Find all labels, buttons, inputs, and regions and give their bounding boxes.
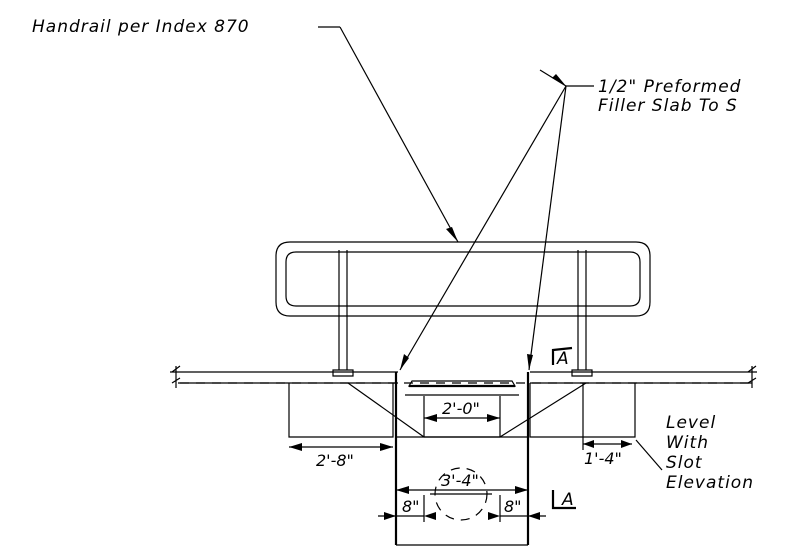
callouts: Handrail per Index 870 1/2" Preformed Fi… [32,17,754,493]
filler-label-line2: Filler Slab To S [598,96,738,116]
leaders [318,26,663,471]
dim-box-width: 3'-4" [441,471,479,490]
dimensions: 2'-8" 2'-0" 1'-4" 3'-4" 8" 8" [289,383,632,522]
section-a-top-label: A [556,349,570,369]
section-a-bottom-label: A [561,490,575,510]
level-label-line3: Slot [666,453,703,473]
dim-right-pad: 1'-4" [584,449,622,468]
level-label-line2: With [666,433,709,453]
section-markers: A A [551,346,576,510]
dim-slot-width: 2'-0" [442,399,480,418]
slab [170,365,757,388]
handrail-label: Handrail per Index 870 [32,17,250,37]
dim-left-wall: 8" [402,497,420,516]
level-label-line4: Elevation [666,473,754,493]
handrail [275,241,651,377]
dim-right-wall: 8" [504,497,522,516]
drain-box [347,372,587,546]
level-label-line1: Level [666,413,716,433]
filler-label-line1: 1/2" Preformed [598,77,741,97]
dim-left-pad: 2'-8" [316,451,354,470]
